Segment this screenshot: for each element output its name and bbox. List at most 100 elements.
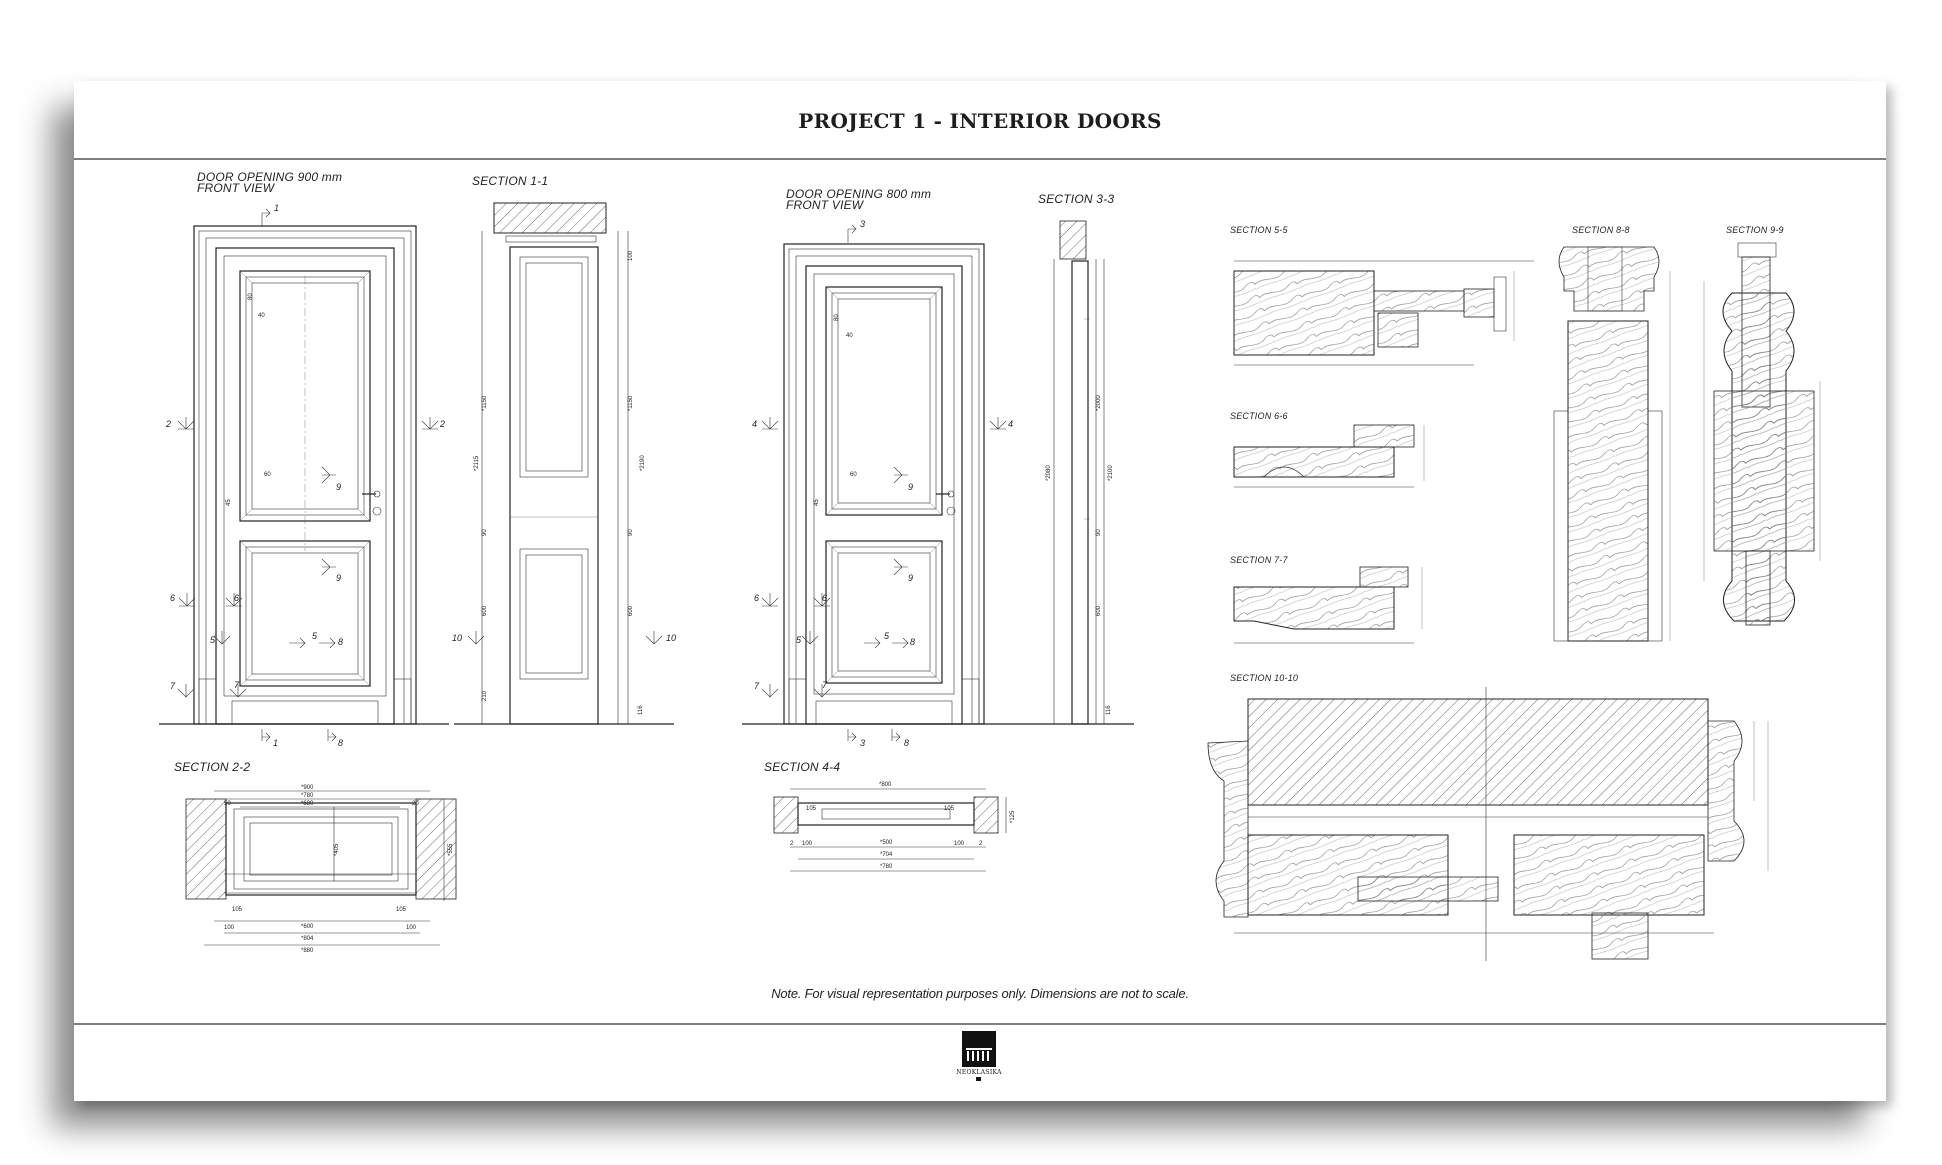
section-2-2-label: SECTION 2-2 [174,760,250,774]
svg-text:10: 10 [452,633,462,643]
svg-text:*500: *500 [880,840,893,846]
svg-text:3: 3 [860,219,865,229]
svg-text:50: 50 [224,801,231,807]
svg-text:6: 6 [754,593,759,603]
front-900-label-line1: DOOR OPENING 900 mm [197,170,342,184]
svg-text:7: 7 [234,680,240,690]
svg-text:116: 116 [638,705,644,715]
svg-text:*780: *780 [301,793,314,799]
svg-text:1: 1 [274,203,279,213]
svg-text:100: 100 [406,925,417,931]
section-10-10-label: SECTION 10-10 [1230,673,1298,683]
section-3-3: SECTION 3-3 *2080 *2100 *2000 600 90 116 [1034,192,1134,725]
svg-text:*1150: *1150 [482,395,488,411]
section-7-7-label: SECTION 7-7 [1230,555,1289,565]
svg-text:40: 40 [846,333,853,339]
dim-60: 60 [264,472,271,478]
section-6-6-label: SECTION 6-6 [1230,411,1288,421]
svg-text:1: 1 [273,738,278,748]
svg-text:*125: *125 [1010,810,1016,823]
svg-text:80: 80 [834,314,840,321]
svg-text:*2080: *2080 [1046,465,1052,481]
svg-text:7: 7 [170,681,176,691]
svg-text:5: 5 [312,631,318,641]
svg-text:*804: *804 [301,936,314,942]
front-view-800: DOOR OPENING 800 mm FRONT VIEW [742,187,1034,748]
svg-text:90: 90 [482,529,488,536]
svg-text:100: 100 [802,841,813,847]
svg-text:90: 90 [628,529,634,536]
section-7-7: SECTION 7-7 [1230,555,1423,644]
front-900-label-line2: FRONT VIEW [197,181,276,195]
svg-text:*704: *704 [880,852,893,858]
svg-text:6: 6 [234,593,239,603]
svg-text:45: 45 [814,499,820,506]
dim-80: 80 [248,293,254,300]
svg-text:10: 10 [666,633,676,643]
dim-45: 45 [226,499,232,506]
front-800-label-line1: DOOR OPENING 800 mm [786,187,931,201]
front-view-900: DOOR OPENING 900 mm FRONT VIEW [159,170,449,748]
svg-text:*405: *405 [334,843,340,856]
svg-text:600: 600 [1096,605,1102,616]
svg-text:105: 105 [396,907,407,913]
svg-text:100: 100 [628,250,634,261]
svg-text:5: 5 [884,631,890,641]
svg-text:4: 4 [1008,419,1013,429]
svg-text:600: 600 [482,605,488,616]
svg-text:9: 9 [336,573,341,583]
svg-text:*1150: *1150 [628,395,634,411]
technical-drawing: DOOR OPENING 900 mm FRONT VIEW [74,158,1886,1025]
svg-text:8: 8 [904,738,909,748]
section-4-4-label: SECTION 4-4 [764,760,840,774]
svg-text:*600: *600 [301,924,314,930]
section-1-1: SECTION 1-1 *2115 *2190 *1150 *1150 600 … [452,174,676,725]
svg-text:60: 60 [850,472,857,478]
brand-logo: NEOKLASIKA [956,1031,1002,1081]
svg-text:2: 2 [979,841,983,847]
svg-text:105: 105 [944,806,955,812]
section-4-4: SECTION 4-4 *800 105 105 100 100 2 2 *50… [764,760,1016,872]
svg-text:8: 8 [910,637,915,647]
section-9-9-label: SECTION 9-9 [1726,225,1784,235]
brand-name: NEOKLASIKA [956,1069,1002,1076]
svg-text:*2000: *2000 [1096,395,1102,411]
section-5-5: SECTION 5-5 [1230,225,1534,366]
svg-text:*800: *800 [879,782,892,788]
svg-text:90: 90 [1096,529,1102,536]
dim-40: 40 [258,313,265,319]
svg-text:4: 4 [752,419,757,429]
svg-text:2: 2 [790,841,794,847]
svg-text:5: 5 [796,635,802,645]
section-10-10: SECTION 10-10 [1207,673,1769,961]
svg-text:2: 2 [165,419,171,429]
svg-text:7: 7 [822,680,828,690]
section-3-3-label: SECTION 3-3 [1038,192,1114,206]
svg-text:105: 105 [232,907,243,913]
svg-text:105: 105 [806,806,817,812]
svg-text:9: 9 [908,482,913,492]
svg-text:*680: *680 [301,801,314,807]
svg-text:116: 116 [1106,705,1112,715]
svg-text:5: 5 [210,635,216,645]
svg-text:600: 600 [628,605,634,616]
disclaimer-note: Note. For visual representation purposes… [771,986,1189,1001]
svg-text:*900: *900 [301,785,314,791]
svg-text:*555: *555 [448,843,454,856]
page-title: PROJECT 1 - INTERIOR DOORS [798,109,1162,133]
svg-text:*2190: *2190 [640,455,646,471]
section-6-6: SECTION 6-6 [1230,411,1425,488]
svg-text:100: 100 [954,841,965,847]
section-1-1-label: SECTION 1-1 [472,174,548,188]
section-8-8: SECTION 8-8 [1553,225,1671,642]
section-2-2: SECTION 2-2 *900 *780 *680 50 20 *405 *5… [174,760,457,954]
section-8-8-label: SECTION 8-8 [1572,225,1630,235]
svg-text:9: 9 [908,573,913,583]
svg-text:7: 7 [754,681,760,691]
svg-text:2: 2 [439,419,445,429]
section-9-9: SECTION 9-9 [1703,225,1821,626]
svg-text:*2100: *2100 [1108,465,1114,481]
svg-text:210: 210 [482,690,488,701]
svg-text:6: 6 [822,593,827,603]
svg-text:*780: *780 [880,864,893,870]
